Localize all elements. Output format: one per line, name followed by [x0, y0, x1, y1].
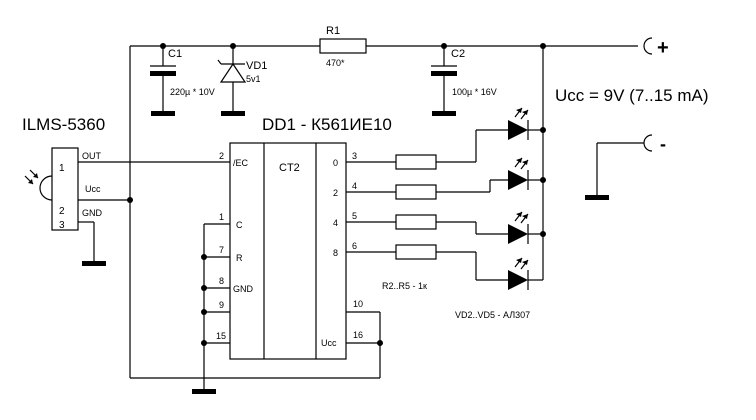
pin-gnd-label: GND: [233, 284, 254, 294]
r1-ref: R1: [326, 25, 340, 37]
led-label: VD2..VD5 - АЛ307: [455, 310, 530, 320]
sensor-out-label: OUT: [82, 151, 102, 161]
ic-ground-bus: [192, 224, 216, 394]
out-pin-4: 4: [352, 181, 357, 191]
pin7-num: 7: [219, 245, 224, 255]
c1-value: 220µ * 10V: [170, 87, 215, 97]
pin2-num: 2: [219, 151, 224, 161]
resistor-label: R2..R5 - 1к: [382, 281, 427, 291]
ic-title: DD1 - К561ИЕ10: [262, 115, 392, 134]
out-label-4: 4: [333, 218, 338, 228]
sensor-name: ILMS-5360: [22, 115, 105, 134]
vd1-ref: VD1: [246, 60, 267, 72]
minus-terminal-sign: -: [660, 134, 666, 154]
c1-ref: C1: [168, 48, 182, 60]
sensor-ucc-label: Ucc: [85, 184, 101, 194]
pin10-num: 10: [353, 299, 363, 309]
pin9-num: 9: [219, 300, 224, 310]
pin16-num: 16: [353, 330, 363, 340]
pin15-num: 15: [216, 331, 226, 341]
sensor-pin1: 1: [59, 163, 65, 174]
led-vd3: [489, 157, 543, 192]
pin1-num: 1: [219, 212, 224, 222]
sensor-gnd-label: GND: [82, 208, 103, 218]
capacitor-c1: C1 220µ * 10V: [150, 46, 215, 116]
out-pin-6: 6: [352, 241, 357, 251]
c2-value: 100µ * 16V: [452, 87, 497, 97]
pin-r-label: R: [236, 253, 243, 263]
top-rail: [130, 43, 638, 49]
r1-value: 470*: [326, 58, 345, 68]
c2-ref: C2: [451, 48, 465, 60]
ic-ct2: CT2: [279, 162, 300, 174]
resistor-r1: R1 470*: [319, 25, 367, 68]
out-pin-5: 5: [352, 211, 357, 221]
out-label-8: 8: [333, 248, 338, 258]
left-vcc-bus: [127, 46, 380, 379]
pin-ec-label: /EC: [233, 158, 249, 168]
sensor-ilms5360: ILMS-5360 1 2 3 OUT Ucc GND: [22, 115, 135, 266]
pin-c-label: C: [236, 220, 243, 230]
pin8-num: 8: [219, 276, 224, 286]
out-pin-3: 3: [352, 151, 357, 161]
sensor-pin3: 3: [59, 220, 65, 231]
vd1-value: 5v1: [246, 74, 261, 84]
ic-dd1: DD1 - К561ИЕ10 CT2 2 /EC 1 C 7 R 8 GND 9…: [135, 115, 392, 378]
supply-label: Ucc = 9V (7..15 mA): [555, 86, 709, 105]
pin-ucc-label: Ucc: [321, 338, 337, 348]
supply-terminals: + - Ucc = 9V (7..15 mA): [555, 37, 709, 200]
led-vd5: [475, 252, 543, 290]
zener-vd1: VD1 5v1: [217, 46, 267, 116]
resistors-r2-r5: R2..R5 - 1к VD2..VD5 - АЛ307: [346, 154, 530, 320]
led-vd4: [475, 211, 543, 244]
sensor-pin2: 2: [59, 206, 65, 217]
plus-terminal-sign: +: [657, 37, 669, 59]
led-vd2: [475, 107, 543, 162]
out-label-2: 2: [333, 188, 338, 198]
right-rail: [540, 46, 546, 280]
out-label-0: 0: [333, 158, 338, 168]
capacitor-c2: C2 100µ * 16V: [431, 46, 497, 116]
